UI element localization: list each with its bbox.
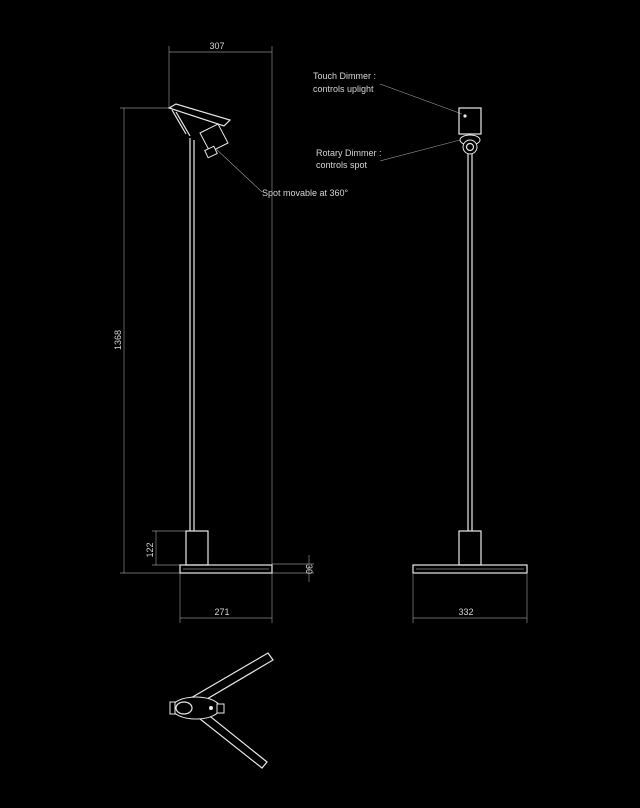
annotation-rotary-dimmer: Rotary Dimmer : controls spot xyxy=(316,139,461,170)
dimension-base-width-front: 332 xyxy=(412,573,528,623)
annotation-rotary-dimmer-line2: controls spot xyxy=(316,160,368,170)
front-spot-lens xyxy=(465,142,475,152)
annotation-spot-text: Spot movable at 360° xyxy=(262,188,349,198)
front-base-block xyxy=(458,530,482,566)
annotation-touch-dimmer-line2: controls uplight xyxy=(313,84,374,94)
top-spot-lens xyxy=(175,701,193,715)
front-head xyxy=(458,107,482,135)
dimension-label-base-thickness: 30 xyxy=(304,564,314,574)
dimension-label-total-height: 1368 xyxy=(113,330,123,350)
side-spot-housing xyxy=(199,123,229,153)
side-view: 307 1368 122 30 271 xyxy=(113,41,349,623)
annotation-touch-dimmer: Touch Dimmer : controls uplight xyxy=(313,71,463,115)
side-spot-knob xyxy=(204,145,218,159)
front-base-plate xyxy=(412,564,528,574)
front-view: Touch Dimmer : controls uplight Rotary D… xyxy=(313,71,528,623)
dimension-total-height: 1368 xyxy=(113,107,184,574)
top-spot-cap xyxy=(169,701,176,715)
side-lamp xyxy=(167,103,273,574)
dimension-base-block-height: 122 xyxy=(145,530,186,566)
side-shade xyxy=(167,103,232,127)
dimension-head-width: 307 xyxy=(168,41,273,570)
top-spot-pivot xyxy=(209,706,213,710)
dimension-label-base-width-front: 332 xyxy=(458,607,473,617)
annotation-touch-dimmer-line1: Touch Dimmer : xyxy=(313,71,376,81)
top-spot-knob xyxy=(216,703,225,714)
dimension-label-base-block-height: 122 xyxy=(145,542,155,557)
front-spot-body xyxy=(462,139,478,155)
side-base-plate xyxy=(179,564,273,574)
touch-dimmer-dot xyxy=(463,114,467,118)
top-view xyxy=(169,652,274,769)
dimension-base-thickness: 30 xyxy=(272,555,314,582)
dimension-label-base-width-side: 271 xyxy=(214,607,229,617)
annotation-rotary-dimmer-line1: Rotary Dimmer : xyxy=(316,148,382,158)
annotation-spot: Spot movable at 360° xyxy=(214,147,349,198)
front-lamp xyxy=(412,107,528,574)
side-base-block xyxy=(185,530,209,566)
dimension-label-head-width: 307 xyxy=(209,41,224,51)
dimension-base-width-side: 271 xyxy=(179,573,273,623)
